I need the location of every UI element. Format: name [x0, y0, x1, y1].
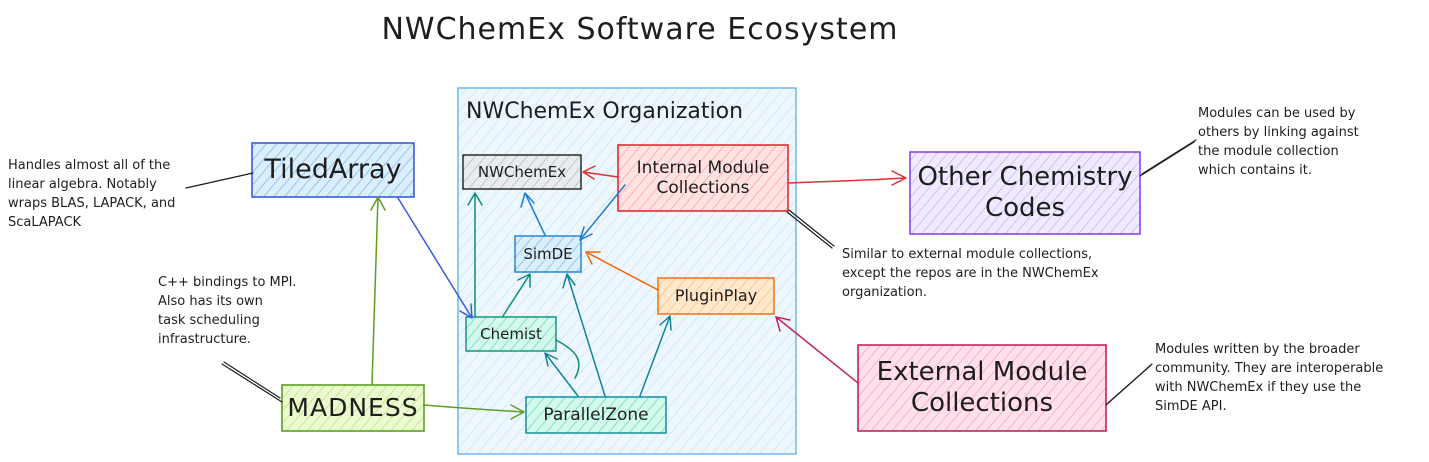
pluginplay-box-shape [657, 277, 775, 315]
arrow-pz-pluginplay [639, 315, 672, 397]
simde-box-shape [514, 235, 582, 273]
internal-note: Similar to external module collections, … [842, 245, 1099, 302]
chemist-label: Chemist [480, 325, 542, 343]
arrow-chemist-pz [555, 339, 580, 379]
internal-box-shape [617, 144, 789, 212]
arrow-simde-nwchemex [520, 192, 546, 236]
other-box-shape [909, 151, 1141, 235]
connector-internal-note [786, 209, 835, 249]
madness-node: MADNESS [282, 385, 424, 431]
other-codes-note: Modules can be used by others by linking… [1198, 104, 1359, 180]
madness-note: C++ bindings to MPI. Also has its own ta… [158, 273, 297, 349]
internal-collections-node: Internal Module Collections [618, 145, 788, 211]
arrow-pz-chemist [544, 352, 579, 397]
note-line: the module collection [1198, 144, 1339, 159]
note-line: SimDE API. [1155, 399, 1227, 414]
note-line: task scheduling [158, 313, 260, 328]
other-label-line1: Other Chemistry [917, 161, 1133, 192]
other-label-line2: Codes [984, 193, 1066, 223]
connector-other-note [1139, 139, 1197, 177]
arrow-internal-simde [579, 184, 626, 241]
arrow-madness-pz [423, 404, 525, 420]
note-line: ScaLAPACK [8, 215, 82, 230]
simde-node: SimDE [515, 236, 581, 272]
note-line: organization. [842, 285, 927, 300]
madness-label: MADNESS [287, 393, 419, 422]
connector-tiledarray-note [185, 172, 254, 189]
arrow-internal-other [788, 170, 907, 186]
arrow-tiledarray-chemist [397, 197, 473, 319]
pluginplay-node: PluginPlay [658, 278, 774, 314]
pluginplay-label: PluginPlay [674, 286, 758, 306]
note-line: which contains it. [1198, 163, 1313, 178]
chemist-box-shape [465, 316, 557, 352]
tiledarray-label: TiledArray [264, 153, 402, 185]
note-line: Modules written by the broader [1155, 342, 1360, 357]
internal-label-line1: Internal Module [636, 157, 770, 178]
external-collections-node: External Module Collections [858, 345, 1106, 431]
note-line: Similar to external module collections, [842, 247, 1093, 262]
arrow-chemist-simde [502, 273, 531, 317]
other-chemistry-node: Other Chemistry Codes [910, 152, 1140, 234]
arrow-pluginplay-simde [584, 251, 659, 291]
parallelzone-label: ParallelZone [543, 404, 649, 425]
nwchemex-box-shape [462, 154, 582, 190]
parallelzone-node: ParallelZone [526, 397, 666, 433]
external-label-line1: External Module [876, 356, 1088, 387]
note-line: linear algebra. Notably [8, 177, 157, 192]
nwchemex-node: NWChemEx [463, 155, 581, 189]
note-line: except the repos are in the NWChemEx [842, 266, 1099, 281]
note-line: infrastructure. [158, 332, 251, 347]
note-line: Modules can be used by [1198, 106, 1356, 121]
parallelzone-box-shape [525, 396, 667, 434]
arrow-external-pluginplay [774, 316, 859, 384]
internal-label-line2: Collections [656, 178, 750, 198]
arrow-pz-simde [562, 273, 606, 397]
external-label-line2: Collections [910, 388, 1054, 418]
madness-box-shape [281, 384, 425, 432]
org-label: NWChemEx Organization [466, 99, 744, 124]
connector-madness-note [221, 361, 283, 403]
note-line: Also has its own [158, 294, 263, 309]
tiledarray-box-shape [251, 142, 415, 198]
note-line: C++ bindings to MPI. [158, 275, 297, 290]
simde-label: SimDE [523, 245, 573, 263]
nwchemex-label: NWChemEx [477, 163, 567, 181]
external-box-shape [857, 344, 1107, 432]
note-line: wraps BLAS, LAPACK, and [8, 196, 176, 211]
note-line: with NWChemEx if they use the [1155, 380, 1362, 395]
note-line: others by linking against [1198, 125, 1359, 140]
arrow-internal-nwchemex [582, 165, 619, 180]
tiledarray-node: TiledArray [252, 143, 414, 197]
note-line: community. They are interoperable [1155, 361, 1384, 376]
chemist-node: Chemist [466, 317, 556, 351]
arrow-madness-tiledarray [370, 196, 386, 385]
diagram-title: NWChemEx Software Ecosystem [381, 12, 899, 47]
connector-external-note [1105, 363, 1153, 406]
external-note: Modules written by the broader community… [1155, 340, 1383, 416]
note-line: Handles almost all of the [8, 158, 171, 173]
arrow-chemist-nwchemex [467, 192, 483, 317]
tiledarray-note: Handles almost all of the linear algebra… [8, 156, 175, 232]
